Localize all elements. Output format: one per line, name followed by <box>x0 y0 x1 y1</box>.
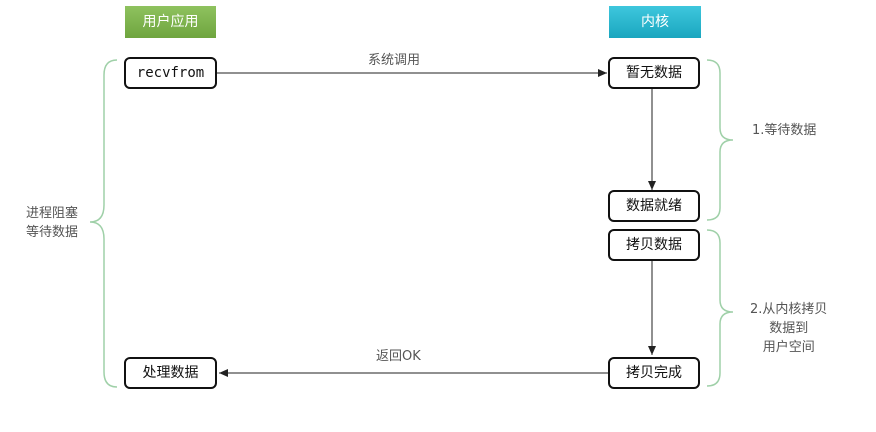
right-brace-stage1 <box>706 59 734 221</box>
syscall-label: 系统调用 <box>368 53 421 68</box>
left-brace <box>89 59 118 388</box>
no-data-box: 暂无数据 <box>608 57 700 89</box>
process-data-box: 处理数据 <box>124 357 217 389</box>
blocked-note-line1: 进程阻塞 <box>25 206 78 221</box>
blocked-note-line2: 等待数据 <box>25 225 78 240</box>
data-ready-box: 数据就绪 <box>608 190 700 222</box>
right-brace-stage2 <box>706 229 734 387</box>
stage1-note: 1.等待数据 <box>752 123 817 138</box>
stage2-note-line3: 用户空间 <box>762 340 815 355</box>
user-app-header: 用户应用 <box>125 6 216 38</box>
stage2-note-line2: 数据到 <box>769 321 809 336</box>
blocked-note: 进程阻塞 等待数据 <box>18 204 86 242</box>
copy-done-box: 拷贝完成 <box>608 357 700 389</box>
return-ok-label: 返回OK <box>376 349 421 364</box>
recvfrom-box: recvfrom <box>124 57 217 89</box>
copy-data-box: 拷贝数据 <box>608 229 700 261</box>
stage2-note-line1: 2.从内核拷贝 <box>750 302 828 317</box>
kernel-header: 内核 <box>609 6 701 38</box>
stage2-note: 2.从内核拷贝 数据到 用户空间 <box>750 300 827 357</box>
